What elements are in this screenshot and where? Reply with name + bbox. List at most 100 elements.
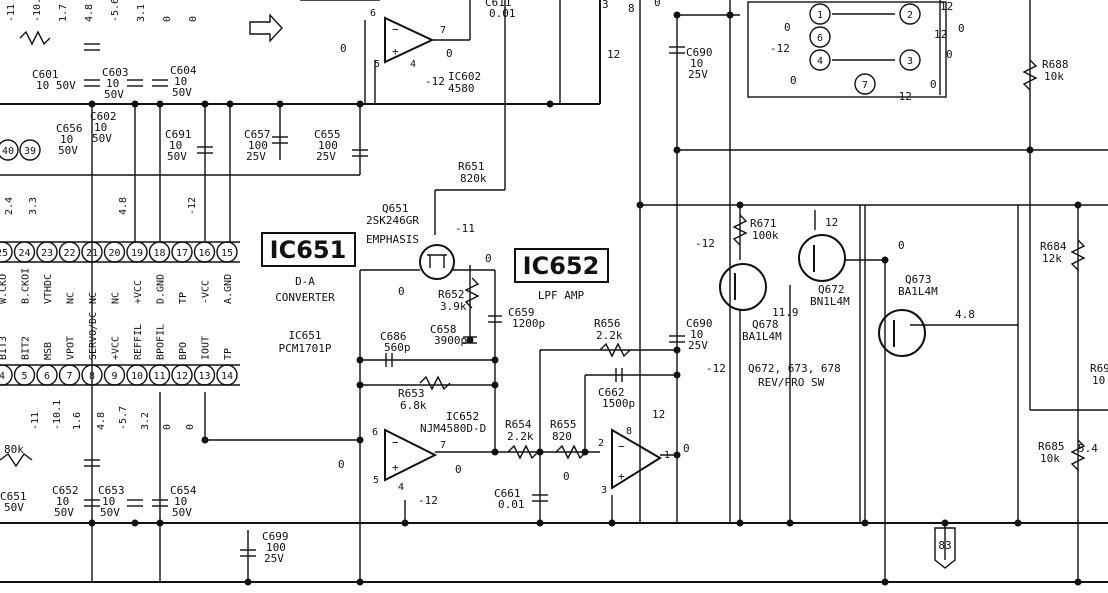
node-voltage: -12: [706, 362, 726, 375]
svg-text:8: 8: [626, 426, 632, 437]
node-voltage: 12: [607, 48, 620, 61]
pin-name: VPOT: [66, 336, 77, 360]
pin-voltage: 4.8: [84, 4, 95, 22]
capacitor-ref: C661: [494, 487, 521, 500]
svg-text:4580: 4580: [448, 82, 475, 95]
svg-text:4: 4: [410, 59, 416, 70]
pin-voltage: -12: [187, 197, 198, 215]
ic652a-opamp: −+ 6 7 5 4 0 0 -12 IC652 NJM4580D-D: [338, 410, 486, 507]
svg-text:0: 0: [563, 470, 570, 483]
capacitor-voltage: 25V: [688, 339, 708, 352]
resistor-value: 100k: [752, 229, 779, 242]
pin-voltage: 1.7: [58, 4, 69, 22]
resistor-ref: R655: [550, 418, 577, 431]
pin-name: VTHDC: [43, 274, 54, 304]
capacitor-ref: C691: [165, 128, 192, 141]
pin-name: B.CKOI: [21, 268, 32, 304]
capacitor-ref: C690: [686, 317, 713, 330]
svg-text:0: 0: [340, 42, 347, 55]
pin-number: 4: [0, 371, 5, 382]
pin-number: 10: [131, 371, 143, 382]
resistor-value: 2.2k: [596, 329, 623, 342]
capacitor-value: 10: [94, 121, 107, 134]
svg-text:Q673: Q673: [905, 273, 932, 286]
svg-text:0: 0: [958, 22, 965, 35]
resistor-ref: R688: [1042, 58, 1069, 71]
capacitor-voltage: 25V: [316, 150, 336, 163]
pin-voltage: 0: [162, 424, 173, 430]
ic651-label-box: IC651 D-A CONVERTER IC651 PCM1701P: [261, 232, 356, 355]
capacitor-value: 10 50V: [36, 79, 76, 92]
resistor-value: 6.8k: [400, 399, 427, 412]
capacitor-voltage: 50V: [167, 150, 187, 163]
svg-text:LPF AMP: LPF AMP: [538, 289, 585, 302]
pin-name: MSB: [43, 342, 54, 360]
pin-name: D.GND: [156, 274, 167, 304]
switch-node: [899, 49, 921, 71]
pin-voltage: -5.6: [110, 0, 121, 22]
switch-node: [809, 3, 831, 25]
pin-voltage: -5.7: [118, 406, 129, 430]
capacitor-value: 10: [56, 495, 69, 508]
pin-number: 7: [66, 371, 72, 382]
capacitor-value: 10: [60, 133, 73, 146]
switch-node-number: 3: [907, 56, 913, 67]
resistor-value: 3.9k: [440, 300, 467, 313]
svg-text:12: 12: [940, 0, 953, 13]
svg-text:Q672: Q672: [818, 283, 845, 296]
svg-text:NJM4580D-D: NJM4580D-D: [420, 422, 486, 435]
switch-node-number: 6: [817, 33, 823, 44]
resistor-ref: R652: [438, 288, 465, 301]
svg-text:2SK246GR: 2SK246GR: [366, 214, 419, 227]
resistor-ref: R653: [398, 387, 425, 400]
svg-text:0: 0: [338, 458, 345, 471]
capacitor-ref: C655: [314, 128, 341, 141]
capacitor-voltage: 25V: [264, 552, 284, 565]
capacitor-value: 1500p: [602, 397, 635, 410]
svg-text:IC651: IC651: [288, 329, 321, 342]
svg-text:-12: -12: [770, 42, 790, 55]
svg-text:12: 12: [652, 408, 665, 421]
pin-number: 39: [24, 146, 36, 157]
capacitor-value: 100: [318, 139, 338, 152]
capacitor-voltage: 50V: [54, 506, 74, 519]
capacitor-ref: C653: [98, 484, 125, 497]
capacitor-ref: C686: [380, 330, 407, 343]
q651-fet: Q651 2SK246GR EMPHASIS -11 0 0: [366, 202, 492, 298]
svg-text:REV/PRO SW: REV/PRO SW: [758, 376, 825, 389]
node-voltage: 12: [934, 28, 947, 41]
pin-name: NC: [111, 292, 122, 304]
svg-text:0: 0: [784, 21, 791, 34]
ic652-label-box: IC652 LPF AMP: [514, 248, 609, 302]
capacitor-voltage: 50V: [58, 144, 78, 157]
pin-voltage: 4.8: [118, 197, 129, 215]
svg-text:0: 0: [683, 442, 690, 455]
svg-text:3: 3: [602, 0, 609, 11]
svg-text:BA1L4M: BA1L4M: [742, 330, 782, 343]
pin-voltage: 4.8: [96, 412, 107, 430]
pin-name: +VCC: [133, 280, 144, 304]
capacitor-ref: C604: [170, 64, 197, 77]
svg-text:-12: -12: [695, 237, 715, 250]
capacitor-voltage: 50V: [104, 88, 124, 101]
capacitor-value: 10: [174, 75, 187, 88]
svg-text:D-A: D-A: [295, 275, 315, 288]
pin-number: 9: [111, 371, 117, 382]
capacitor-value: 560p: [384, 341, 411, 354]
resistor-value: 5.4: [1078, 442, 1098, 455]
capacitor-ref: C658: [430, 323, 457, 336]
pin-number: 18: [153, 248, 165, 259]
resistor-ref: R654: [505, 418, 532, 431]
switch-node: [809, 26, 831, 48]
svg-text:7: 7: [440, 440, 446, 451]
capacitor-value: 100: [266, 541, 286, 554]
capacitor-value: 10: [102, 495, 115, 508]
svg-text:-11: -11: [455, 222, 475, 235]
capacitor-ref: C602: [90, 110, 117, 123]
svg-text:3: 3: [601, 485, 607, 496]
svg-text:1: 1: [664, 450, 670, 461]
pin-voltage: -11: [6, 4, 17, 22]
pin-name: NC: [66, 292, 77, 304]
svg-text:8: 8: [628, 2, 635, 15]
